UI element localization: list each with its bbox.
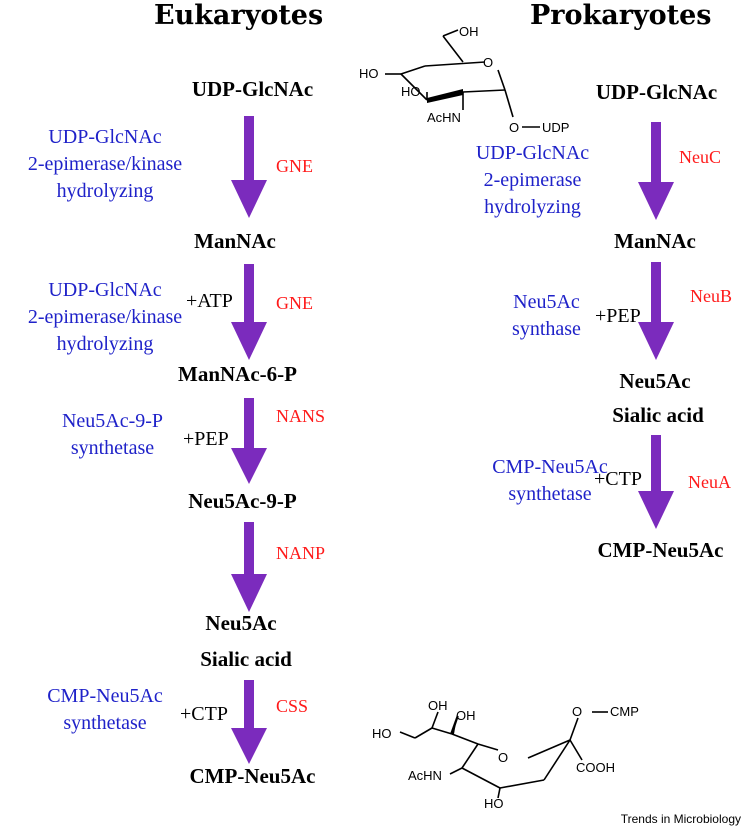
eukaryotes-header: Eukaryotes xyxy=(154,0,324,31)
udp-oh-top: OH xyxy=(459,24,479,39)
euk-step3-enzyme-line2: synthetase xyxy=(70,437,155,459)
euk-arrow-3 xyxy=(231,398,267,484)
euk-step3-enzyme: Neu5Ac-9-P synthetase xyxy=(40,408,185,462)
euk-sialic-acid-label: Sialic acid xyxy=(200,647,292,671)
euk-step3-enzyme-line1: Neu5Ac-9-P xyxy=(61,410,164,432)
euk-step2-enzyme-line3: hydrolyzing xyxy=(56,333,154,355)
prok-step1-enzyme: UDP-GlcNAc 2-epimerase hydrolyzing xyxy=(450,140,615,221)
euk-step5-gene: CSS xyxy=(276,696,309,716)
prokaryotes-header: Prokaryotes xyxy=(530,0,712,31)
euk-arrow-5 xyxy=(231,680,267,764)
euk-step1-gene: GNE xyxy=(276,156,313,176)
udp-o-anomeric: O xyxy=(509,120,519,135)
prok-step3-enzyme-line2: synthetase xyxy=(508,483,592,505)
udp-ring-o: O xyxy=(483,55,493,70)
prok-step1-enzyme-line3: hydrolyzing xyxy=(484,196,581,218)
prok-arrow-2 xyxy=(638,262,674,360)
prok-step2-gene: NeuB xyxy=(690,286,732,306)
prok-arrow-3 xyxy=(638,435,674,529)
prok-step2-enzyme-line1: Neu5Ac xyxy=(513,291,580,313)
prok-step3-enzyme-line1: CMP-Neu5Ac xyxy=(492,456,608,478)
prok-step3-cofactor: +CTP xyxy=(594,468,642,490)
cmp-ho-bottom: HO xyxy=(484,796,504,810)
prok-neu5ac-label: Neu5Ac xyxy=(619,369,691,393)
cmp-label: CMP xyxy=(610,704,639,719)
prok-step3-gene: NeuA xyxy=(688,472,731,492)
prok-step3-enzyme: CMP-Neu5Ac synthetase xyxy=(475,454,625,508)
euk-step1-enzyme-line1: UDP-GlcNAc xyxy=(48,126,162,148)
cmp-oh-top: OH xyxy=(428,698,448,713)
journal-footer: Trends in Microbiology xyxy=(620,812,741,826)
euk-step2-cofactor: +ATP xyxy=(186,290,233,312)
euk-step3-gene: NANS xyxy=(276,406,326,426)
cmp-achn: AcHN xyxy=(408,768,442,783)
euk-step1-enzyme-line3: hydrolyzing xyxy=(56,180,154,202)
udp-label: UDP xyxy=(542,120,569,135)
prok-step1-gene: NeuC xyxy=(679,147,721,167)
prok-step2-cofactor: +PEP xyxy=(595,305,641,327)
euk-arrow-1 xyxy=(231,116,267,218)
euk-arrow-2 xyxy=(231,264,267,360)
cmp-ring-o: O xyxy=(498,750,508,765)
euk-neu5ac-label: Neu5Ac xyxy=(205,611,277,635)
euk-neu5ac-9-p-label: Neu5Ac-9-P xyxy=(188,489,297,513)
prok-cmp-neu5ac-label: CMP-Neu5Ac xyxy=(597,538,724,562)
cmp-oh-mid: OH xyxy=(456,708,476,723)
prok-mannac-label: ManNAc xyxy=(614,229,696,253)
euk-arrow-4 xyxy=(231,522,267,612)
udp-ho-mid: HO xyxy=(401,84,421,99)
euk-step5-enzyme-line2: synthetase xyxy=(63,712,147,734)
euk-step2-gene: GNE xyxy=(276,293,313,313)
euk-step2-enzyme-line2: 2-epimerase/kinase xyxy=(27,306,183,328)
euk-cmp-neu5ac-label: CMP-Neu5Ac xyxy=(189,764,316,788)
prok-sialic-acid-label: Sialic acid xyxy=(612,403,704,427)
prok-udp-glcnac-label: UDP-GlcNAc xyxy=(595,80,718,104)
udp-ho-left: HO xyxy=(359,66,379,81)
euk-step5-enzyme: CMP-Neu5Ac synthetase xyxy=(30,683,180,737)
euk-step1-enzyme: UDP-GlcNAc 2-epimerase/kinase hydrolyzin… xyxy=(0,124,210,205)
cmp-ho-left: HO xyxy=(372,726,392,741)
euk-step4-gene: NANP xyxy=(276,543,326,563)
udp-achn: AcHN xyxy=(427,110,461,125)
prok-arrow-1 xyxy=(638,122,674,220)
euk-udp-glcnac-label: UDP-GlcNAc xyxy=(191,77,314,101)
prok-step2-enzyme: Neu5Ac synthase xyxy=(494,289,599,343)
euk-step2-enzyme: UDP-GlcNAc 2-epimerase/kinase hydrolyzin… xyxy=(0,277,210,358)
euk-step5-cofactor: +CTP xyxy=(180,703,228,725)
euk-step5-enzyme-line1: CMP-Neu5Ac xyxy=(47,685,163,707)
udp-glcnac-structure: OH O HO HO AcHN O UDP xyxy=(359,24,569,135)
euk-mannac-6-p-label: ManNAc-6-P xyxy=(178,362,297,386)
euk-step1-enzyme-line2: 2-epimerase/kinase xyxy=(27,153,183,175)
cmp-cooh: COOH xyxy=(576,760,615,775)
prok-step1-enzyme-line1: UDP-GlcNAc xyxy=(475,142,590,164)
euk-step2-enzyme-line1: UDP-GlcNAc xyxy=(48,279,162,301)
prok-step1-enzyme-line2: 2-epimerase xyxy=(483,169,582,191)
cmp-neu5ac-structure: HO OH OH O AcHN HO O CMP COOH xyxy=(372,698,639,810)
euk-step3-cofactor: +PEP xyxy=(183,428,229,450)
prok-step2-enzyme-line2: synthase xyxy=(512,318,581,340)
euk-mannac-label: ManNAc xyxy=(194,229,276,253)
cmp-o-anomeric: O xyxy=(572,704,582,719)
